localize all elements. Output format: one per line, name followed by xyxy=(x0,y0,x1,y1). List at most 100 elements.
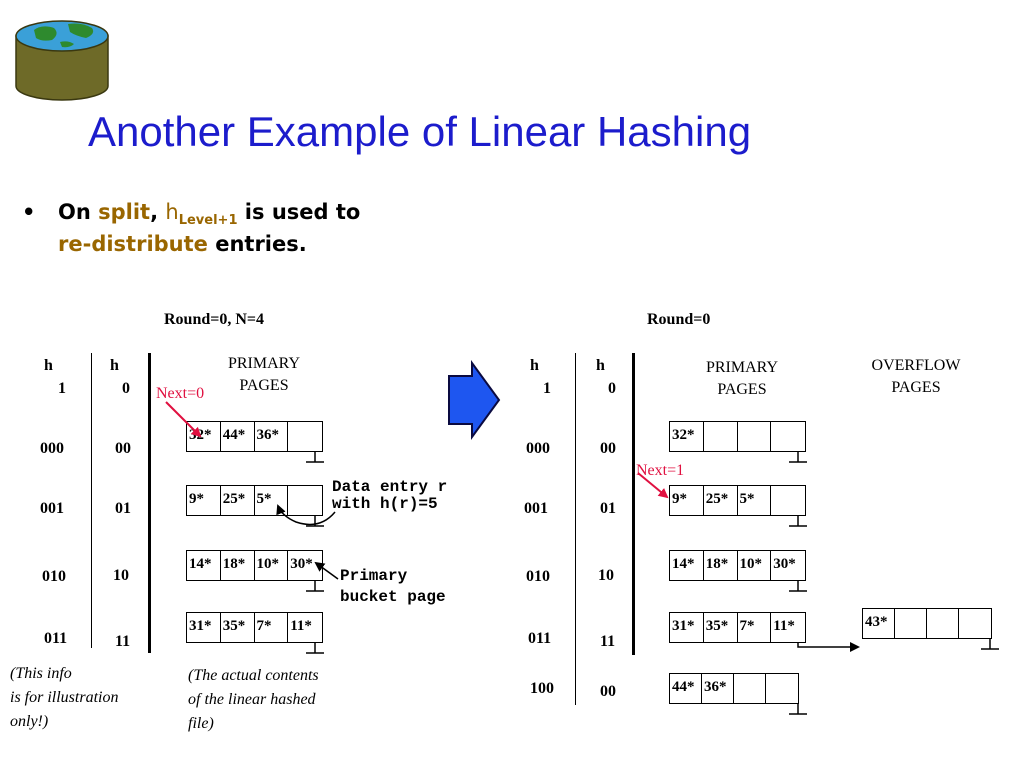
right-bucket-2: 14* 18* 10* 30* xyxy=(669,550,806,581)
right-h0-value: 00 xyxy=(600,683,616,700)
right-h0-value: 01 xyxy=(600,500,616,517)
right-h0-header-bottom: 0 xyxy=(608,380,616,397)
left-divider-thin xyxy=(91,353,92,648)
left-bucket-2: 14* 18* 10* 30* xyxy=(186,550,323,581)
transition-arrow xyxy=(448,360,501,440)
bucket-slot: 30* xyxy=(290,556,313,572)
bucket-slot xyxy=(288,422,322,451)
bucket-slot: 10* xyxy=(738,551,772,580)
left-bucket-0: 32* 44* 36* xyxy=(186,421,323,452)
bucket-slot: 35* xyxy=(221,613,255,642)
bucket-slot: 43* xyxy=(863,609,896,638)
split-keyword: split xyxy=(98,200,151,224)
null-terminator xyxy=(306,581,324,592)
right-bucket-4: 44* 36* xyxy=(669,673,799,704)
left-h0-value: 01 xyxy=(115,500,131,517)
bucket-slot: 14* xyxy=(670,551,704,580)
right-round-label: Round=0 xyxy=(647,311,711,328)
bucket-slot xyxy=(959,609,991,638)
right-h0-value: 10 xyxy=(598,567,614,584)
left-h0-header-top: h xyxy=(110,357,119,374)
left-h0-header-bottom: 0 xyxy=(122,380,130,397)
null-terminator xyxy=(306,643,324,654)
bucket-slot: 31* xyxy=(187,613,221,642)
bucket-slot: 25* xyxy=(704,486,738,515)
left-next-pointer-label: Next=0 xyxy=(156,385,205,402)
right-bucket-1: 9* 25* 5* xyxy=(669,485,806,516)
bucket-slot: 11* xyxy=(290,618,312,634)
left-h0-value: 11 xyxy=(115,633,131,650)
bucket-slot: 44* xyxy=(670,674,703,703)
bullet-line-2: re-distribute entries. xyxy=(58,232,307,256)
left-h1-value: 010 xyxy=(42,568,66,585)
left-h1-header-top: h xyxy=(44,357,53,374)
bucket-slot: 11* xyxy=(773,618,795,634)
left-h1-value: 001 xyxy=(40,500,64,517)
null-terminator xyxy=(306,452,324,463)
hash-function-h: h xyxy=(165,200,179,224)
right-h1-header-top: h xyxy=(530,357,539,374)
null-terminator xyxy=(789,516,807,527)
bucket-slot: 7* xyxy=(255,613,289,642)
bucket-slot xyxy=(927,609,960,638)
left-divider-thick xyxy=(148,353,151,653)
bucket-slot xyxy=(771,486,805,515)
bucket-slot: 30* xyxy=(773,556,796,572)
globe-cylinder-logo xyxy=(15,20,109,101)
left-round-label: Round=0, N=4 xyxy=(164,311,265,328)
bucket-slot xyxy=(766,674,798,703)
page-title: Another Example of Linear Hashing xyxy=(88,108,752,155)
bucket-slot: 25* xyxy=(221,486,255,515)
bucket-slot xyxy=(734,674,767,703)
actual-contents-note: (The actual contents of the linear hashe… xyxy=(188,667,319,732)
right-h1-value: 000 xyxy=(526,440,550,457)
bucket-slot xyxy=(288,486,322,515)
bucket-slot xyxy=(771,422,805,451)
null-terminator xyxy=(789,452,807,463)
bucket-slot: 5* xyxy=(738,486,772,515)
null-terminator xyxy=(981,639,999,650)
left-h1-header-bottom: 1 xyxy=(58,380,66,397)
right-h1-value: 010 xyxy=(526,568,550,585)
left-h0-value: 00 xyxy=(115,440,131,457)
right-h1-value: 011 xyxy=(528,630,552,647)
bucket-slot: 35* xyxy=(704,613,738,642)
bucket-slot: 36* xyxy=(255,422,289,451)
bucket-slot xyxy=(704,422,738,451)
bucket-slot: 18* xyxy=(221,551,255,580)
bucket-slot: 9* xyxy=(670,486,704,515)
right-h1-value: 100 xyxy=(530,680,554,697)
left-bucket-1: 9* 25* 5* xyxy=(186,485,323,516)
right-h1-header-bottom: 1 xyxy=(543,380,551,397)
primary-bucket-annotation: Primary bucket page xyxy=(340,567,446,606)
left-h1-value: 000 xyxy=(40,440,64,457)
overflow-pages-label: OVERFLOW PAGES xyxy=(871,357,961,396)
null-terminator xyxy=(789,581,807,592)
right-h0-header-top: h xyxy=(596,357,605,374)
bucket-slot: 36* xyxy=(702,674,735,703)
bucket-slot: 9* xyxy=(187,486,221,515)
data-entry-annotation: Data entry r with h(r)=5 xyxy=(332,478,448,513)
right-bucket-0: 32* xyxy=(669,421,806,452)
left-h1-value: 011 xyxy=(44,630,68,647)
bullet-marker: • xyxy=(22,200,36,224)
right-h1-value: 001 xyxy=(524,500,548,517)
right-h0-value: 00 xyxy=(600,440,616,457)
bucket-slot: 5* xyxy=(255,486,289,515)
bucket-slot: 32* xyxy=(670,422,704,451)
null-terminator xyxy=(789,704,807,715)
right-divider-thin xyxy=(575,353,576,705)
overflow-bucket: 43* xyxy=(862,608,992,639)
left-h0-value: 10 xyxy=(113,567,129,584)
right-bucket-3: 31* 35* 7* 11* xyxy=(669,612,806,643)
right-primary-pages-label: PRIMARY PAGES xyxy=(705,359,779,398)
bucket-slot: 10* xyxy=(255,551,289,580)
hash-function-subscript: Level+1 xyxy=(178,213,238,228)
null-terminator xyxy=(306,516,324,527)
bullet-line-1: On split, hLevel+1 is used to xyxy=(58,200,361,228)
overflow-link-arrow xyxy=(797,642,860,652)
bucket-slot: 32* xyxy=(187,422,221,451)
bucket-slot: 14* xyxy=(187,551,221,580)
bucket-slot: 44* xyxy=(221,422,255,451)
right-next-pointer-label: Next=1 xyxy=(636,462,685,479)
